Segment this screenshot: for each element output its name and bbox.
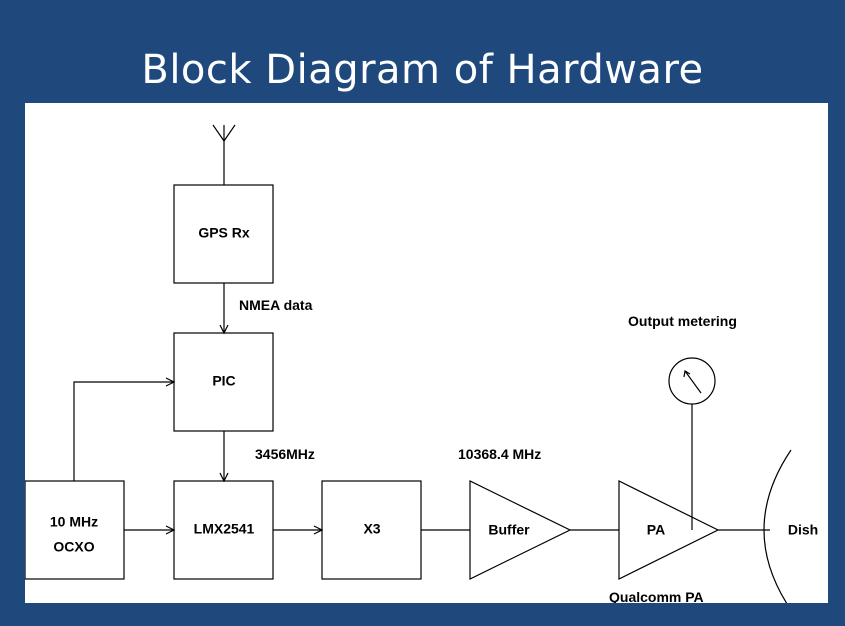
output-metering-label: Output metering: [628, 313, 737, 329]
antenna-icon: [212, 124, 236, 185]
gps-rx-label: GPS Rx: [198, 225, 250, 241]
ocxo-label-line2: OCXO: [53, 539, 94, 555]
pa-label: PA: [647, 522, 665, 538]
buffer-label: Buffer: [488, 522, 530, 538]
dish-label: Dish: [788, 522, 818, 538]
output-meter-icon: [668, 357, 716, 405]
pa-amplifier: [618, 480, 720, 580]
block-diagram: GPS Rx PIC 10 MHz OCXO LMX2541 X3 Buffer…: [24, 124, 818, 611]
pic-label: PIC: [212, 373, 235, 389]
nmea-data-label: NMEA data: [239, 297, 313, 313]
qualcomm-pa-label: Qualcomm PA: [609, 589, 704, 603]
slide-title: Block Diagram of Hardware: [141, 47, 704, 93]
arrowheads: [165, 324, 324, 535]
dish-reflector-icon: [763, 449, 792, 611]
freq-10368-label: 10368.4 MHz: [458, 446, 541, 462]
x3-label: X3: [363, 521, 380, 537]
ocxo-label-line1: 10 MHz: [50, 514, 98, 530]
ocxo-block: [24, 480, 125, 580]
diagram-canvas: GPS Rx PIC 10 MHz OCXO LMX2541 X3 Buffer…: [24, 103, 828, 611]
lmx2541-label: LMX2541: [194, 521, 255, 537]
ocxo-to-pic-line: [73, 381, 174, 481]
freq-3456-label: 3456MHz: [255, 446, 315, 462]
